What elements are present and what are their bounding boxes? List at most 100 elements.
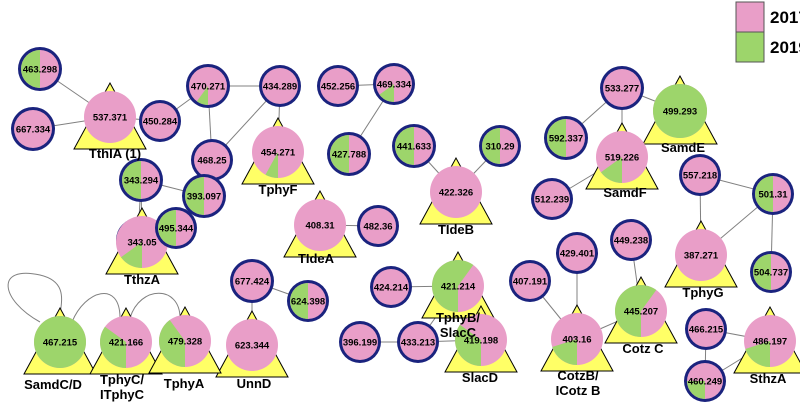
node-label: 407.191 [513,277,548,288]
node-pie-2019 [379,84,394,102]
node-label: 452.256 [321,82,355,93]
node-label: 537.371 [93,113,128,124]
node-469-334: 469.334 [373,63,415,105]
node-501-31: 501.31 [752,173,794,215]
node-pie-2019 [330,135,349,173]
node-label: 343.294 [124,176,159,187]
self-loop-2 [129,292,181,319]
node-pie-2017 [688,311,724,347]
node-pie-2019 [552,339,577,365]
node-pie-2017 [360,208,396,244]
node-label: 468.25 [197,156,227,167]
node-label: 434.289 [263,82,297,93]
node-pie-2019 [185,177,204,215]
node-422-326: 422.326 [430,166,482,218]
group-label-tphyb-line2: SlacC [440,325,477,340]
node-479-328: 479.328 [159,315,211,367]
node-label: 470.271 [191,82,226,93]
node-label: 519.226 [605,153,639,164]
self-loops-layer [7,272,181,323]
node-pie-2017 [373,269,409,305]
node-label: 387.271 [684,251,719,262]
node-pie-2019 [34,316,86,368]
node-pie-2017 [226,319,278,371]
node-label: 499.293 [663,107,697,118]
node-519-226: 519.226 [596,131,648,184]
node-533-277: 533.277 [600,66,644,110]
group-label-samdf: SamdF [603,185,646,200]
node-677-424: 677.424 [230,259,274,303]
node-label: 408.31 [305,221,335,232]
node-label: 667.334 [16,125,51,136]
nodes-layer: 463.298 667.334 537.371 450.284 470.271 434.2… [11,47,796,402]
node-623-344: 623.344 [226,319,278,371]
node-label: 419.198 [464,336,498,347]
node-343-05: 343.05 [116,216,168,268]
node-512-239: 512.239 [531,178,573,220]
group-label-slacd: SlacD [462,370,498,385]
node-466-215: 466.215 [685,308,727,350]
node-408-31: 408.31 [294,199,346,251]
legend-swatch-2019 [735,31,765,63]
node-470-271: 470.271 [186,64,230,108]
node-label: 450.284 [143,117,178,128]
node-pie-2017 [14,110,52,148]
node-495-344: 495.344 [155,207,197,249]
node-624-398: 624.398 [287,280,329,322]
group-label-cotzb-line2: ICotz B [556,383,601,398]
group-label-cotzb-line1: CotzB/ [557,368,599,383]
node-label: 421.214 [441,282,476,293]
node-label: 469.334 [377,80,412,91]
node-label: 441.633 [397,142,431,153]
node-pie-2019 [265,152,278,178]
group-label-cotzc: Cotz C [622,341,664,356]
node-pie-2017 [603,69,641,107]
node-pie-2019 [653,84,707,138]
node-452-256: 452.256 [317,65,359,107]
node-pie-2019 [482,128,500,164]
node-393-097: 393.097 [182,174,226,218]
node-310-29: 310.29 [479,125,521,167]
group-labels-layer: TthIA (1)TphyFTIdeBSamdESamdFTthzATIdeAT… [24,140,787,402]
node-pie-2019 [120,242,142,268]
node-433-213: 433.213 [397,321,439,363]
node-387-271: 387.271 [675,229,727,281]
node-pie-2019 [687,381,705,399]
node-label: 512.239 [535,195,569,206]
node-pie-2017 [84,91,136,143]
node-557-218: 557.218 [679,154,721,196]
group-label-tideb: TIdeB [438,222,474,237]
self-loop-1 [71,292,121,323]
node-label: 445.207 [624,307,658,318]
group-label-sthza: SthzA [750,371,787,386]
node-label: 429.401 [560,249,595,260]
node-407-191: 407.191 [509,260,551,302]
node-429-401: 429.401 [556,232,598,274]
node-label: 557.218 [683,171,717,182]
node-427-788: 427.788 [327,132,371,176]
group-label-samde: SamdE [661,140,705,155]
node-592-337: 592.337 [544,116,588,160]
node-pie-2019 [547,119,566,157]
node-label: 501.31 [758,190,788,201]
node-343-294: 343.294 [119,158,163,202]
node-label: 454.271 [261,148,296,159]
node-pie-2019 [196,86,208,105]
node-pie-2017 [559,235,595,271]
node-pie-2017 [294,199,346,251]
node-pie-2019 [432,260,474,312]
node-454-271: 454.271 [252,126,304,178]
node-label: 463.298 [23,65,57,76]
node-label: 624.398 [291,297,325,308]
node-pie-2017 [320,68,356,104]
node-499-293: 499.293 [653,84,707,138]
node-482-36: 482.36 [357,205,399,247]
node-pie-2019 [159,319,185,367]
node-pie-2019 [21,50,40,88]
node-434-289: 434.289 [259,65,301,107]
node-486-197: 486.197 [744,315,796,367]
node-396-199: 396.199 [339,321,381,363]
node-label: 486.197 [753,337,787,348]
